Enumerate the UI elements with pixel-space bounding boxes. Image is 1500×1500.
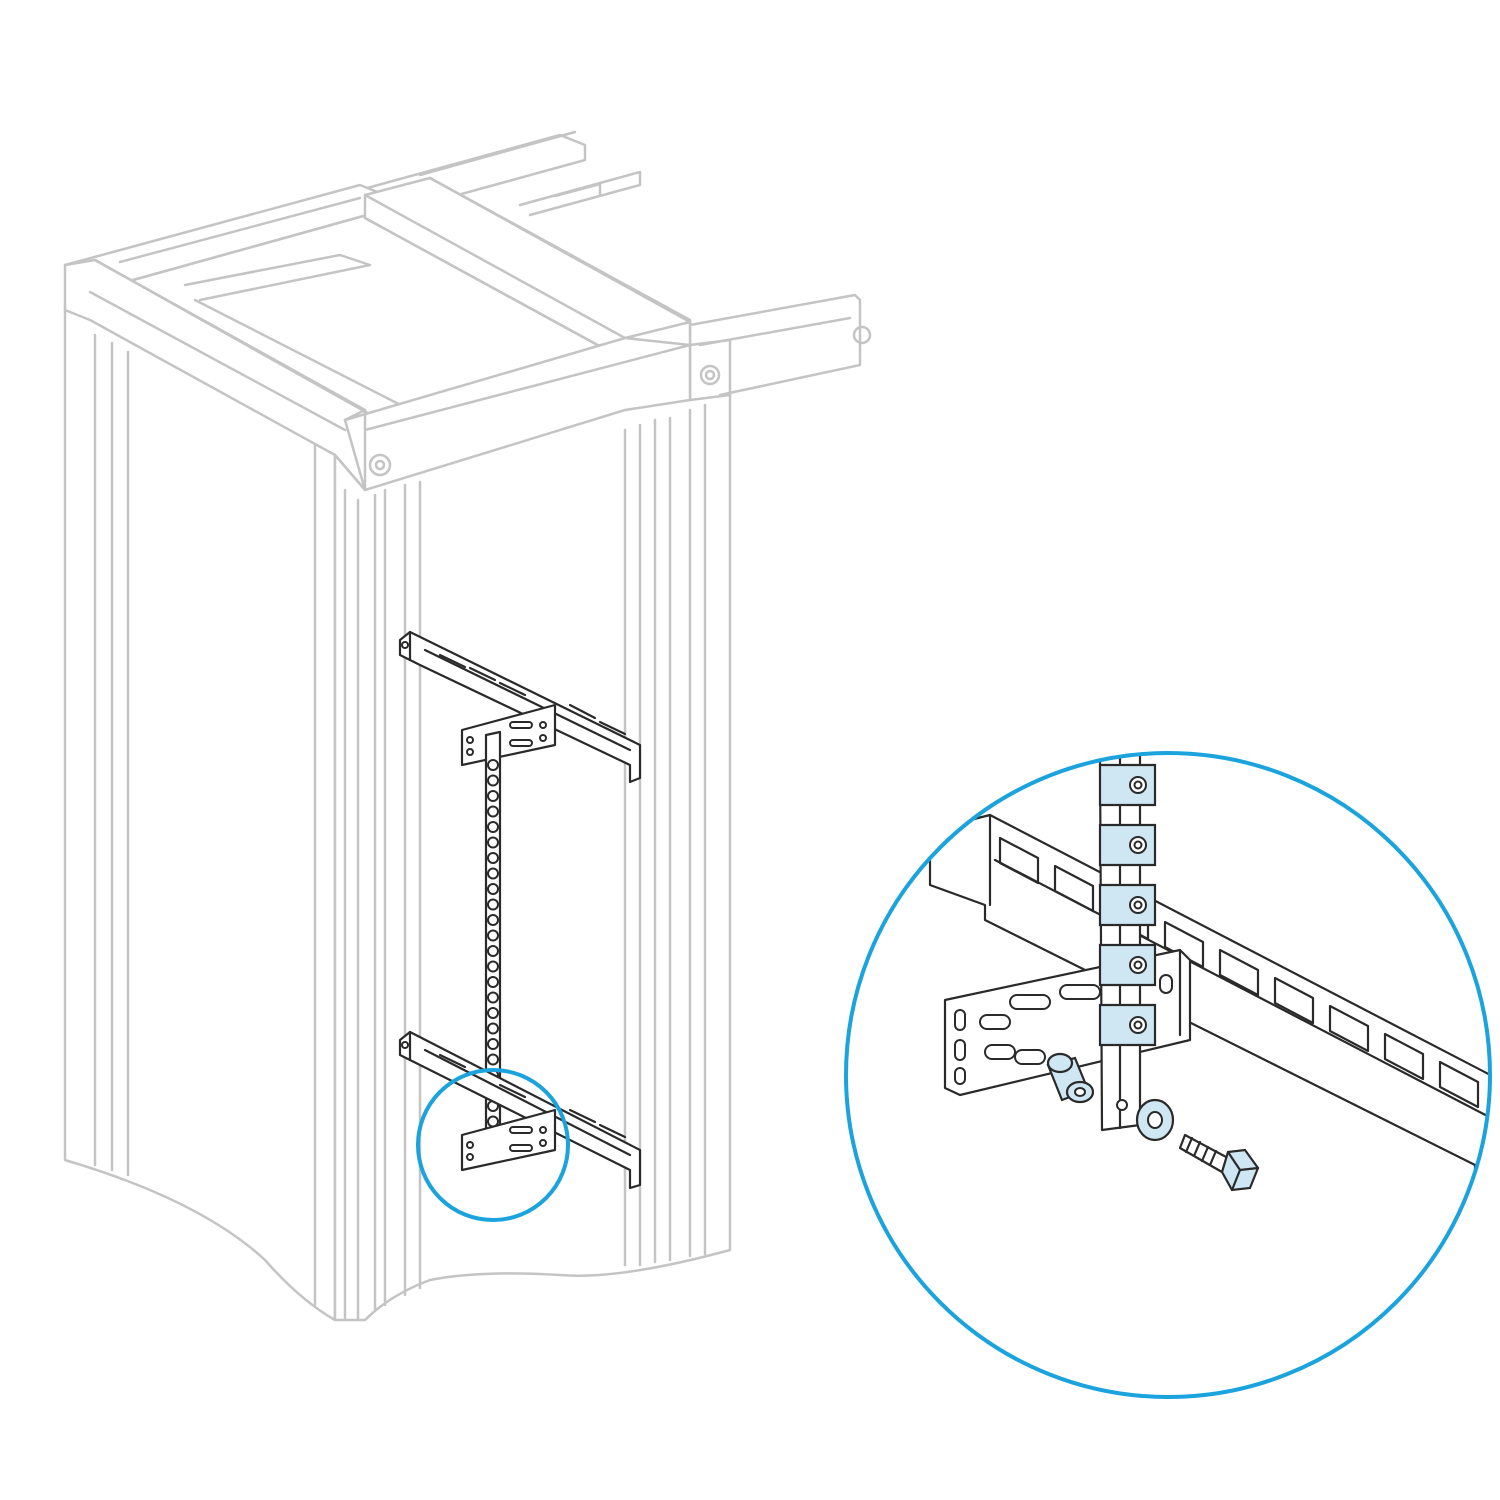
rail-slot — [1438, 1060, 1480, 1109]
busbar-stud — [487, 759, 499, 771]
busbar-stud — [487, 976, 499, 988]
rail-slot — [1218, 948, 1260, 997]
busbar-clamp — [1098, 763, 1157, 807]
support-rail-top — [398, 630, 642, 784]
magnifier-circle-icon — [844, 751, 1492, 1399]
busbar-stud — [487, 898, 499, 911]
busbar-stud — [487, 821, 499, 833]
callout-source-ring — [416, 1068, 570, 1222]
busbar-stud — [487, 945, 499, 957]
vertical-busbar-icon — [484, 730, 502, 1165]
busbar-stud — [487, 774, 499, 787]
cabinet-frame-icon — [63, 130, 872, 1322]
top-frame — [63, 176, 732, 492]
spacer-sleeve — [1046, 1052, 1095, 1104]
rail-slot — [1163, 920, 1205, 969]
rail-slot — [998, 836, 1040, 885]
zoom-detail — [846, 753, 1490, 1397]
busbar-stud — [487, 852, 499, 864]
rail-slot — [1328, 1004, 1370, 1053]
busbar-clamp — [1098, 1003, 1157, 1047]
busbar-stud — [487, 960, 499, 973]
busbar-stud — [487, 1038, 499, 1050]
busbar-clamp — [1098, 943, 1157, 987]
rail-slot — [1053, 864, 1095, 913]
busbar-stud — [487, 929, 499, 942]
rail-slot — [1273, 976, 1315, 1025]
busbar-stud — [487, 991, 499, 1004]
busbar-stud — [487, 867, 499, 880]
rail-slot — [1383, 1032, 1425, 1081]
busbar-stud — [487, 836, 499, 849]
busbar-clamp — [1098, 823, 1157, 867]
support-rail-bottom — [398, 1030, 642, 1190]
busbar-stud — [487, 883, 499, 895]
bolt-icon — [1178, 1133, 1260, 1192]
busbar-stud — [487, 1022, 499, 1035]
side-panel-left — [63, 308, 337, 1322]
busbar-clamp — [1098, 883, 1157, 927]
busbar-stud — [487, 805, 499, 818]
mounting-plate-bottom — [460, 1108, 557, 1172]
lock-washer — [1135, 1098, 1175, 1142]
busbar-stud — [487, 1053, 499, 1066]
busbar-stud — [487, 790, 499, 802]
busbar-stud — [487, 914, 499, 926]
front-panel — [333, 393, 732, 1322]
busbar-stud — [487, 1007, 499, 1019]
